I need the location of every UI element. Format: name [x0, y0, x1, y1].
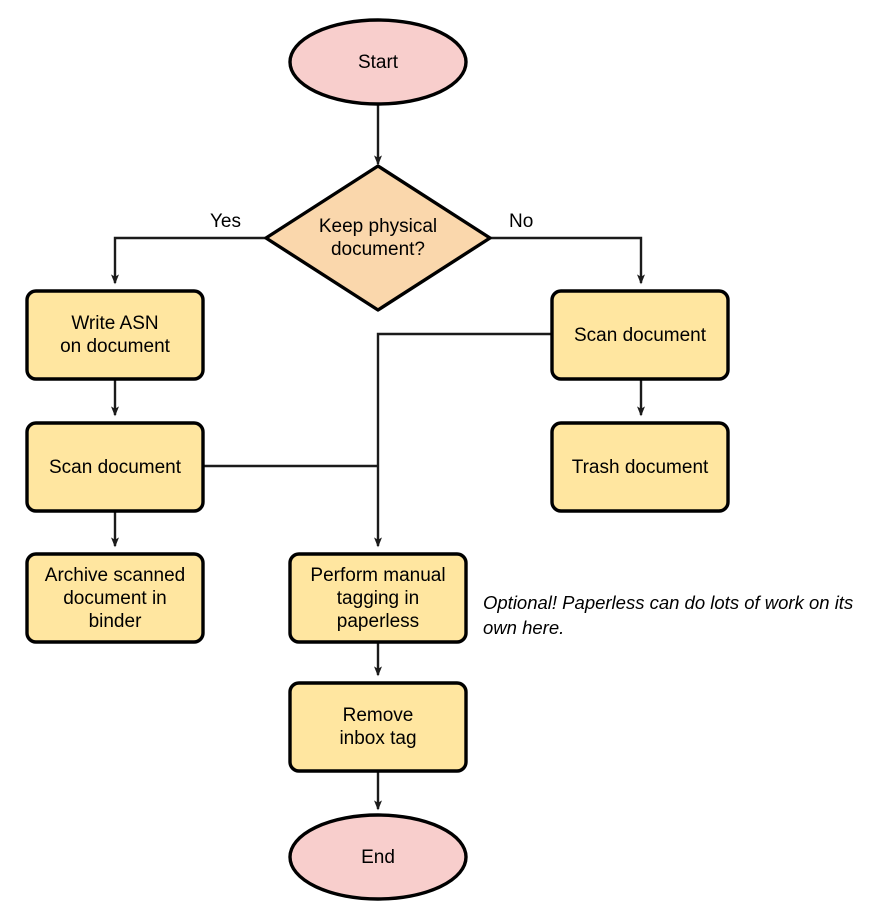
node-keep-physical-shape[interactable]: [264, 164, 492, 312]
node-start-shape[interactable]: [288, 18, 468, 106]
node-manual-tagging-shape[interactable]: [288, 552, 468, 644]
edge-label-no: No: [509, 211, 534, 232]
node-write-asn-shape[interactable]: [25, 289, 205, 381]
node-scan-left-shape[interactable]: [25, 421, 205, 513]
node-remove-inbox-shape[interactable]: [288, 681, 468, 773]
connector-group: [111, 103, 645, 811]
edge-scan-right-to-manual-tagging: [374, 332, 552, 548]
edge-label-yes: Yes: [210, 211, 241, 232]
node-end-shape[interactable]: [288, 813, 468, 901]
node-trash-shape[interactable]: [550, 421, 730, 513]
annotation-optional-note: Optional! Paperless can do lots of work …: [483, 592, 854, 638]
node-archive-binder-shape[interactable]: [25, 552, 205, 644]
node-scan-right-shape[interactable]: [550, 289, 730, 381]
edge-decision-no-to-scan-right: [490, 236, 645, 285]
edge-decision-yes-to-write-asn: [111, 236, 266, 285]
